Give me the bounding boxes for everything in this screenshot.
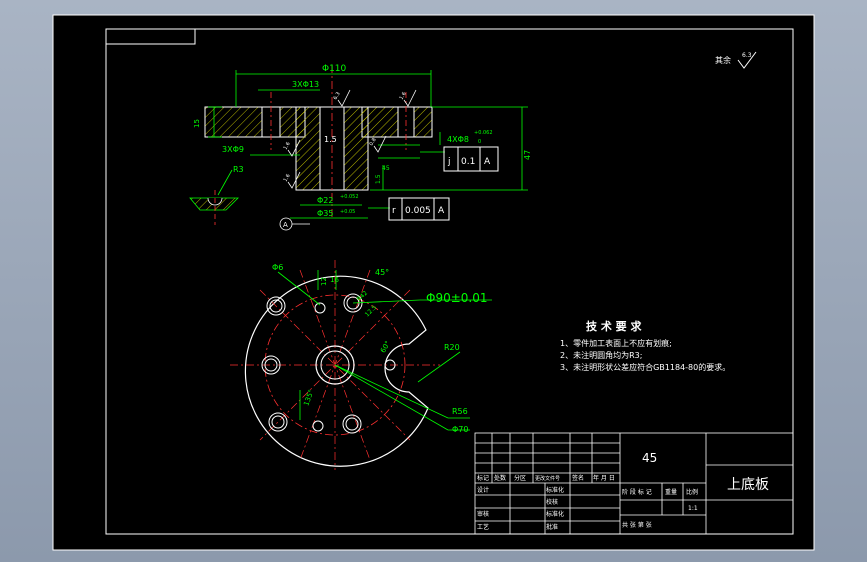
dim-3x9: 3XΦ9 xyxy=(222,145,244,154)
roughness-note-label: 其余 xyxy=(715,55,731,65)
tb-process: 工艺 xyxy=(477,523,489,531)
dim-d35: Φ35 xyxy=(317,209,333,218)
gdt-frame-1: j 0.1 A xyxy=(443,146,499,172)
dim-1-5b: 1.5 xyxy=(375,174,382,184)
dim-r56: R56 xyxy=(452,407,468,416)
tb-row-label-6: 年 月 日 xyxy=(593,474,615,482)
tech-item-2: 2、未注明圆角均为R3; xyxy=(560,350,642,360)
tech-item-3: 3、未注明形状公差应符合GB1184-80的要求。 xyxy=(560,362,730,372)
tb-scale: 比例 xyxy=(686,488,698,496)
dim-t35: +0.05 xyxy=(340,209,355,215)
tb-row-label-2: 处数 xyxy=(494,474,506,482)
plate-outline xyxy=(244,275,429,467)
dim-16: 16 xyxy=(330,276,339,284)
tb-stdcheck: 标准化 xyxy=(546,510,564,518)
dim-a45: 45° xyxy=(375,268,389,277)
tb-scale-val: 1:1 xyxy=(688,505,698,512)
rough-3: 1.6 xyxy=(399,91,408,101)
flange-right xyxy=(361,106,433,138)
dim-t22: +0.052 xyxy=(340,194,359,200)
title-name: 上底板 xyxy=(727,477,769,493)
code-box xyxy=(105,28,196,45)
gdt1-value: 0.1 xyxy=(461,157,475,167)
dim-tol2: 0 xyxy=(478,139,481,145)
bolt-hole-ur xyxy=(343,293,363,313)
bolt-hole-l xyxy=(261,355,281,375)
center-bore-outer xyxy=(315,345,355,385)
gdt-frame-2: r 0.005 A xyxy=(388,197,450,221)
tb-stage: 阶 段 标 记 xyxy=(622,488,652,496)
flange-left xyxy=(204,106,306,138)
dim-tol1: +0.062 xyxy=(474,130,493,136)
bolt-hole-ul xyxy=(266,296,286,316)
dim-d22: Φ22 xyxy=(317,196,333,205)
tb-chk2: 校核 xyxy=(546,498,558,506)
tb-sheets: 共 张 第 张 xyxy=(622,521,652,529)
bolt-hole-ll xyxy=(268,412,288,432)
title-labels: 标记 处数 分区 更改文件号 签名 年 月 日 设计 标准化 校核 审核 标准化… xyxy=(477,474,698,531)
tb-standard: 标准化 xyxy=(546,486,564,494)
dim-d90: Φ90±0.01 xyxy=(426,291,488,305)
boss-right xyxy=(343,106,369,191)
rough-1: 1.6 xyxy=(283,141,292,151)
rough-5: 0.8 xyxy=(369,137,378,147)
dim-d70: Φ70 xyxy=(452,425,468,434)
bolt-hole-lr xyxy=(342,414,362,434)
tb-check: 审核 xyxy=(477,510,489,518)
tech-title: 技 术 要 求 xyxy=(586,319,642,333)
gdt2-datum: A xyxy=(438,206,445,216)
section-view: Φ110 3XΦ13 15 3XΦ9 1.5 Φ22 Φ35 +0.052 +0… xyxy=(193,64,532,231)
dim-45b: 45 xyxy=(382,165,390,172)
tb-row-label-1: 标记 xyxy=(477,474,489,482)
gdt1-datum: A xyxy=(484,157,491,167)
small-hole-b xyxy=(312,420,324,432)
tb-row-label-3: 分区 xyxy=(514,474,526,482)
rough-2: 6.3 xyxy=(333,91,342,101)
title-block xyxy=(474,432,794,535)
roughness-note: 其余 6.3 xyxy=(715,51,757,69)
tb-weight: 重量 xyxy=(665,488,677,496)
dim-d6: Φ6 xyxy=(272,263,283,272)
tb-verify: 批准 xyxy=(546,523,558,531)
rough-4: 1.6 xyxy=(283,173,292,183)
boss-left xyxy=(295,106,321,191)
center-bore-inner xyxy=(320,350,350,380)
small-hole-t xyxy=(314,302,326,314)
dim-d110: Φ110 xyxy=(322,64,347,74)
small-hole-r xyxy=(384,359,396,371)
dim-1-5: 1.5 xyxy=(324,135,337,144)
datum-a-label: A xyxy=(283,221,288,229)
technical-requirements: 技 术 要 求 1、零件加工表面上不应有划痕; 2、未注明圆角均为R3; 3、未… xyxy=(560,319,730,372)
tb-design: 设计 xyxy=(477,486,489,494)
dim-r20: R20 xyxy=(444,343,460,352)
gdt1-symbol: j xyxy=(447,157,451,167)
gdt2-value: 0.005 xyxy=(405,206,431,216)
dim-12: 12 xyxy=(320,277,328,286)
tb-row-label-5: 签名 xyxy=(572,474,584,482)
dim-15: 15 xyxy=(193,119,201,128)
title-material: 45 xyxy=(642,451,657,465)
drawing-border xyxy=(105,28,794,535)
detail-r3: R3 xyxy=(189,165,244,225)
tech-item-1: 1、零件加工表面上不应有划痕; xyxy=(560,338,672,348)
tb-row-label-4: 更改文件号 xyxy=(535,475,560,482)
gdt2-symbol: r xyxy=(392,206,396,216)
dim-47: 47 xyxy=(523,150,532,160)
dim-4x8: 4XΦ8 xyxy=(447,135,469,144)
drawing-sheet xyxy=(52,14,815,551)
detail-r3-label: R3 xyxy=(233,165,244,174)
dim-3x13: 3XΦ13 xyxy=(292,80,319,89)
roughness-note-value: 6.3 xyxy=(742,52,752,59)
